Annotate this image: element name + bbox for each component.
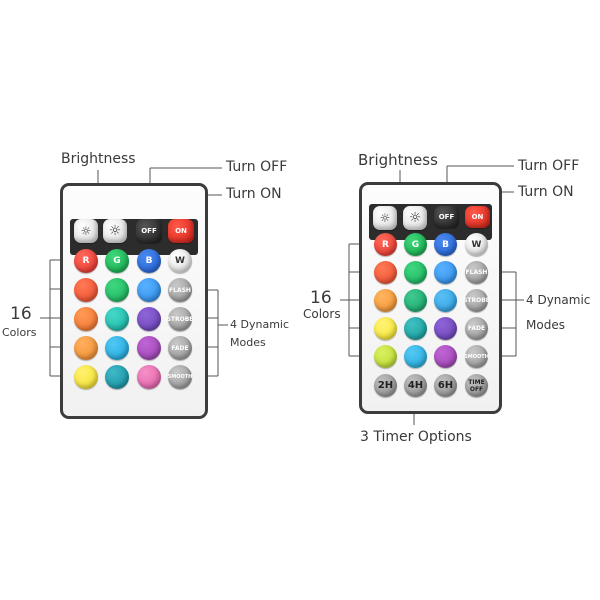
- timer-options-label: 3 Timer Options: [360, 429, 472, 445]
- brightness-label-left: Brightness: [61, 151, 136, 167]
- sun-icon: ☼: [80, 224, 92, 238]
- modes-line2-left: Modes: [230, 336, 266, 349]
- color-button-right[interactable]: [404, 261, 427, 284]
- turn-on-label-left: Turn ON: [226, 186, 282, 202]
- sun-icon: ☼: [108, 223, 122, 239]
- color-button-right[interactable]: [374, 289, 397, 312]
- brightness-down-button-right[interactable]: ☼: [373, 206, 397, 230]
- red-button-right[interactable]: R: [374, 233, 397, 256]
- color-button-left[interactable]: [137, 365, 161, 389]
- color-button-right[interactable]: [404, 345, 427, 368]
- smooth-button-right[interactable]: SMOOTH: [464, 345, 489, 368]
- color-button-right[interactable]: [434, 261, 457, 284]
- modes-line2-right: Modes: [526, 318, 565, 332]
- flash-button-right[interactable]: FLASH: [465, 261, 488, 284]
- green-button-right[interactable]: G: [404, 233, 427, 256]
- sun-icon: ☼: [408, 210, 422, 226]
- on-button-left[interactable]: ON: [168, 219, 194, 243]
- color-button-right[interactable]: [434, 289, 457, 312]
- color-button-right[interactable]: [434, 317, 457, 340]
- red-button-left[interactable]: R: [74, 249, 98, 273]
- sun-icon: ☼: [379, 211, 391, 225]
- color-button-left[interactable]: [74, 365, 98, 389]
- color-button-left[interactable]: [74, 307, 98, 331]
- color-button-left[interactable]: [137, 278, 161, 302]
- fade-button-right[interactable]: FADE: [465, 317, 488, 340]
- fade-button-left[interactable]: FADE: [168, 336, 192, 360]
- modes-line1-left: 4 Dynamic: [230, 318, 290, 331]
- strobe-button-right[interactable]: STROBE: [463, 289, 490, 312]
- color-button-left[interactable]: [74, 336, 98, 360]
- color-button-right[interactable]: [374, 345, 397, 368]
- turn-off-label-left: Turn OFF: [226, 159, 288, 175]
- brightness-down-button-left[interactable]: ☼: [74, 219, 98, 243]
- color-button-left[interactable]: [105, 307, 129, 331]
- green-button-left[interactable]: G: [105, 249, 129, 273]
- timer-2h-button[interactable]: 2H: [374, 374, 397, 397]
- colors-count-right: 16: [310, 288, 332, 308]
- color-button-left[interactable]: [105, 336, 129, 360]
- color-button-left[interactable]: [105, 278, 129, 302]
- modes-line1-right: 4 Dynamic: [526, 293, 591, 307]
- turn-on-label-right: Turn ON: [518, 184, 574, 200]
- color-button-left[interactable]: [137, 336, 161, 360]
- strobe-button-left[interactable]: STROBE: [167, 307, 193, 331]
- color-button-right[interactable]: [434, 345, 457, 368]
- color-button-left[interactable]: [137, 307, 161, 331]
- color-button-right[interactable]: [374, 317, 397, 340]
- colors-word-right: Colors: [303, 307, 341, 321]
- brightness-up-button-right[interactable]: ☼: [403, 206, 427, 230]
- timer-off-button[interactable]: TIME OFF: [465, 374, 488, 397]
- blue-button-left[interactable]: B: [137, 249, 161, 273]
- white-button-left[interactable]: W: [168, 249, 192, 273]
- timer-4h-button[interactable]: 4H: [404, 374, 427, 397]
- color-button-right[interactable]: [374, 261, 397, 284]
- flash-button-left[interactable]: FLASH: [168, 278, 192, 302]
- color-button-left[interactable]: [74, 278, 98, 302]
- on-button-right[interactable]: ON: [465, 206, 490, 228]
- color-button-right[interactable]: [404, 317, 427, 340]
- timer-off-line2: OFF: [469, 385, 484, 393]
- brightness-up-button-left[interactable]: ☼: [103, 219, 127, 243]
- color-button-right[interactable]: [404, 289, 427, 312]
- blue-button-right[interactable]: B: [434, 233, 457, 256]
- timer-off-line1: TIME: [468, 378, 485, 386]
- colors-count-left: 16: [10, 304, 32, 324]
- color-button-left[interactable]: [105, 365, 129, 389]
- smooth-button-left[interactable]: SMOOTH: [168, 365, 192, 389]
- brightness-label-right: Brightness: [358, 151, 438, 169]
- timer-6h-button[interactable]: 6H: [434, 374, 457, 397]
- turn-off-label-right: Turn OFF: [518, 158, 580, 174]
- colors-word-left: Colors: [2, 326, 37, 339]
- white-button-right[interactable]: W: [465, 233, 488, 256]
- off-button-right[interactable]: OFF: [434, 206, 459, 228]
- off-button-left[interactable]: OFF: [136, 219, 162, 243]
